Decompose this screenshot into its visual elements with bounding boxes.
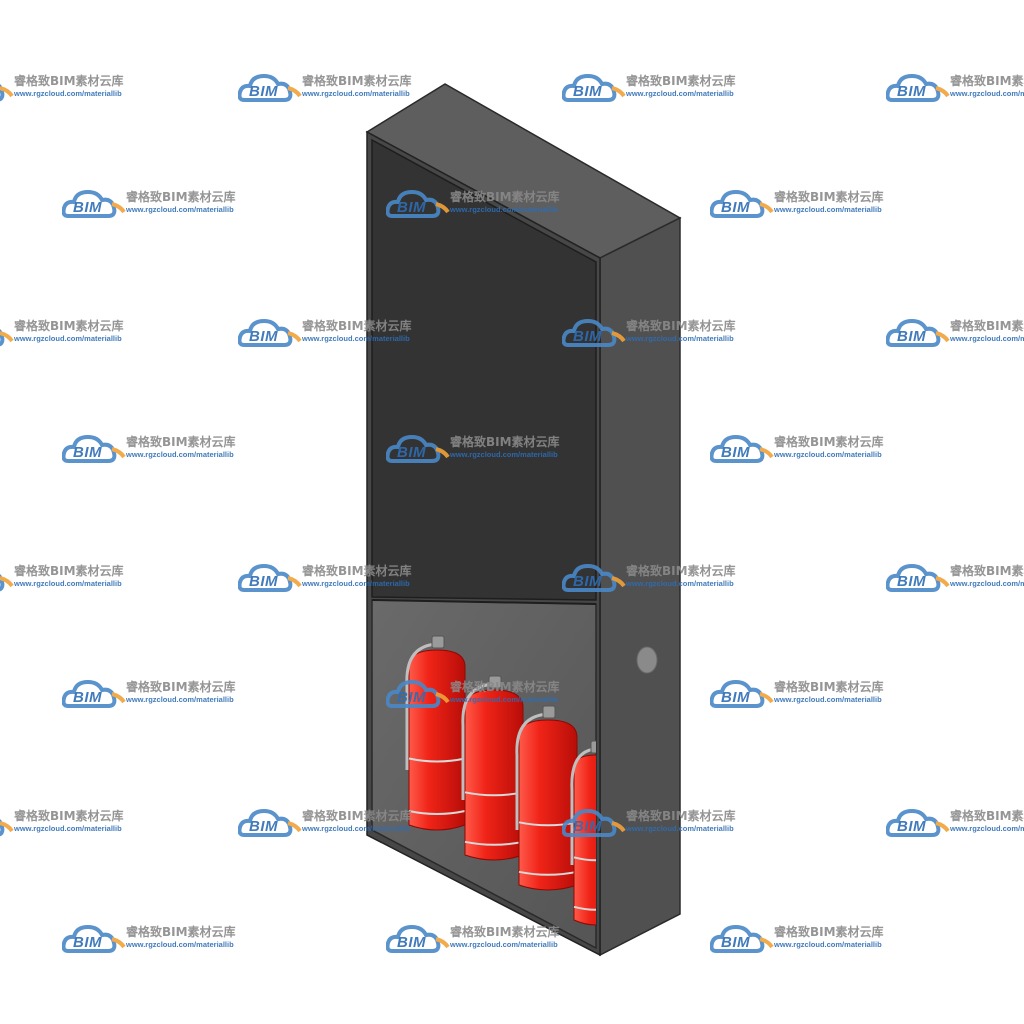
fire-extinguisher-3 [515, 705, 578, 891]
cabinet-upper-panel [371, 138, 597, 601]
extinguisher-band [518, 870, 578, 876]
extinguisher-valve [590, 740, 596, 754]
extinguisher-band [464, 840, 524, 846]
side-indicator [636, 646, 658, 674]
extinguisher-band [573, 905, 596, 911]
extinguisher-body [518, 719, 578, 891]
extinguisher-hose [461, 682, 495, 800]
extinguisher-body [464, 689, 524, 861]
fire-extinguisher-1 [405, 635, 466, 831]
extinguisher-body [408, 649, 466, 831]
extinguisher-valve [542, 705, 556, 719]
extinguisher-band [573, 856, 596, 862]
extinguisher-band [408, 757, 466, 763]
extinguisher-valve [431, 635, 445, 649]
extinguisher-hose [515, 712, 549, 830]
extinguisher-band [408, 810, 466, 815]
cabinet-side-face [599, 216, 681, 957]
fire-extinguisher-4 [570, 740, 596, 926]
fire-extinguisher-2 [461, 675, 524, 861]
extinguisher-valve [488, 675, 502, 689]
